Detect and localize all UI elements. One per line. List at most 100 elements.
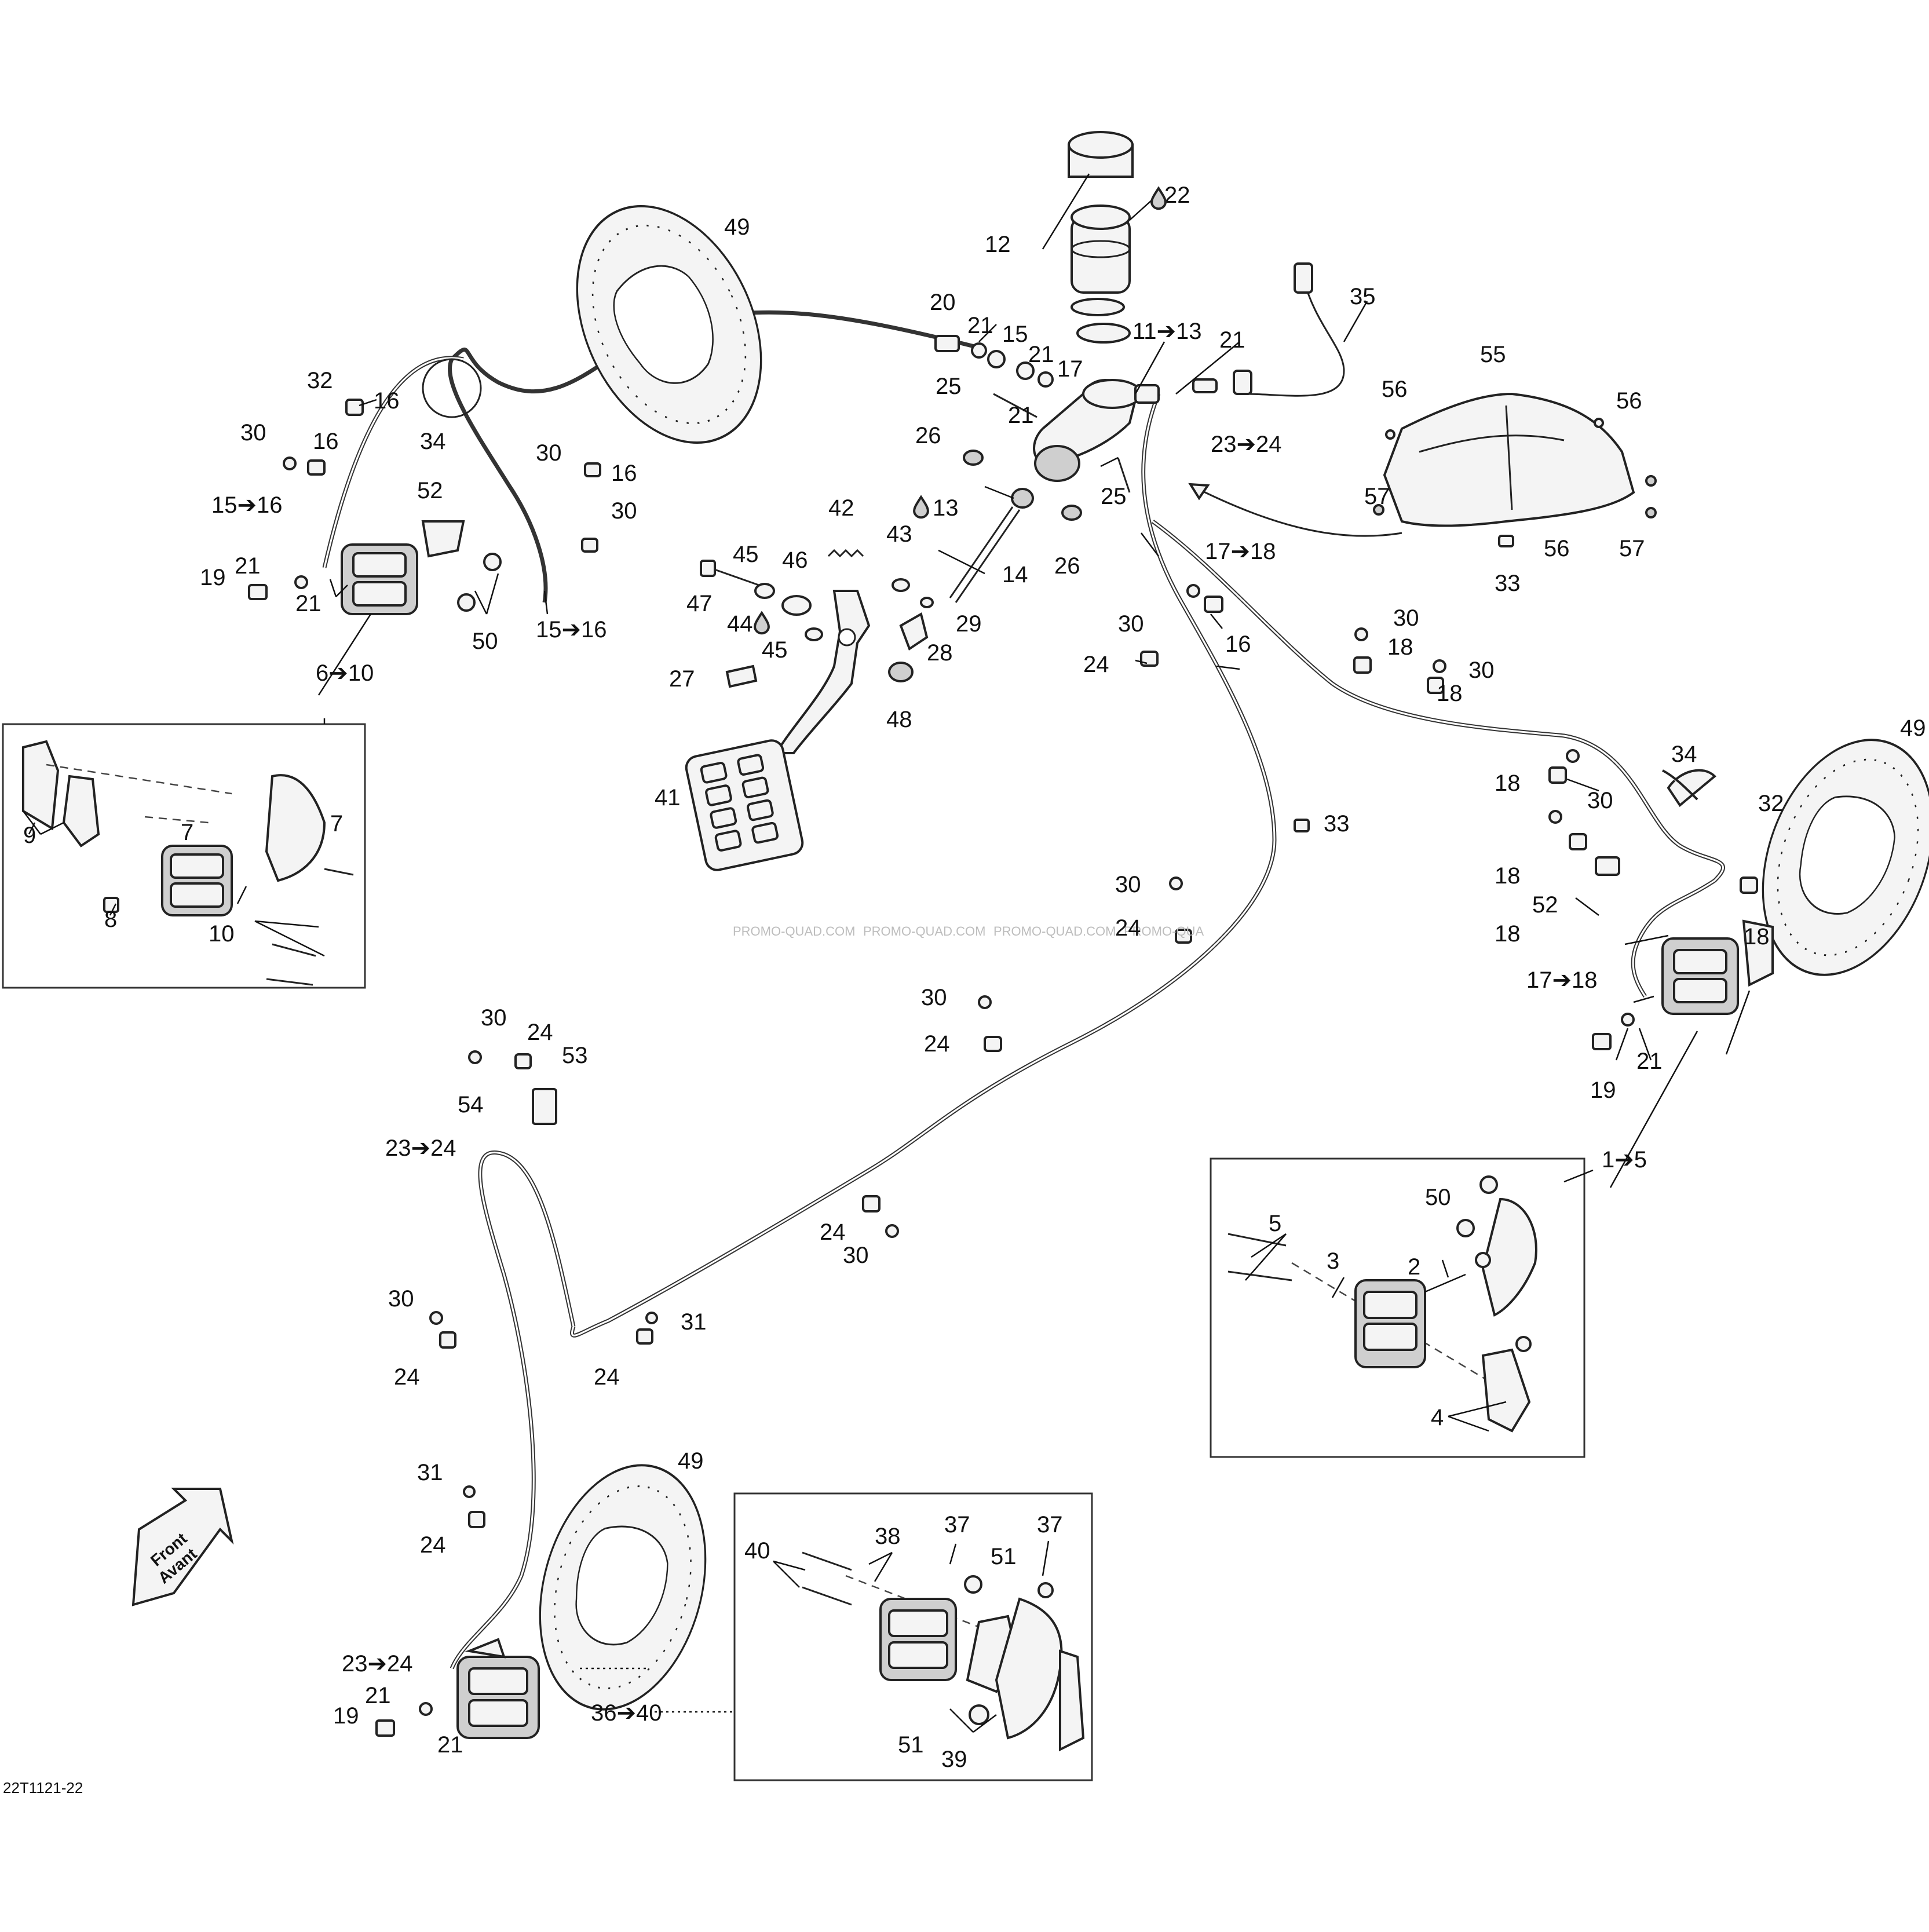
bushing-46 [781,595,812,616]
callout-label: 30 [611,498,637,524]
callout-label: 55 [1480,342,1506,367]
callout-label: 19 [1590,1078,1616,1103]
callout-label: 15 [1002,322,1028,347]
callout-label: 51 [991,1544,1017,1569]
callout-label: 7 [330,811,343,837]
callout-label: 45 [733,542,759,567]
brake-pedal-assembly [685,549,934,871]
callout-label: 16 [1225,631,1251,657]
callout-label: 24 [594,1364,620,1390]
brake-lines [322,262,1725,1670]
brake-disc-bottom [539,1464,707,1711]
watermark: PROMO-QUAD.COM PROMO-QUAD.COM PROMO-QUAD… [733,924,1204,938]
callout-label: 8 [104,907,117,932]
callout-label: 30 [843,1243,869,1268]
callout-label: 6➔10 [316,660,374,686]
callout-label: 23➔24 [342,1651,413,1677]
callout-label: 32 [307,368,333,393]
detail-box-36-40 [733,1492,1093,1781]
callout-label: 13 [933,495,959,521]
callout-label: 1➔5 [1602,1147,1647,1173]
callout-label: 37 [1037,1512,1063,1537]
callout-label: 30 [921,985,947,1010]
callout-label: 29 [956,611,982,637]
callout-label: 30 [1118,611,1144,637]
callout-label: 12 [985,232,1011,257]
callout-label: 21 [437,1732,463,1758]
callout-label: 2 [1408,1254,1420,1280]
callout-label: 21 [1219,327,1245,353]
callout-label: 16 [313,429,339,454]
callout-label: 31 [417,1460,443,1485]
callout-label: 46 [782,547,808,573]
callout-label: 56 [1382,377,1408,402]
watermark-text: PROMO-QUAD.COM [733,924,855,938]
nut-26-right [1061,505,1082,521]
callout-label: 11➔13 [1132,319,1202,344]
callout-label: 19 [333,1703,359,1729]
callout-label: 56 [1616,388,1642,414]
sensor-wire [1245,277,1345,397]
callout-label: 25 [1101,484,1127,509]
callout-label: 16 [611,461,637,486]
callout-label: 30 [1115,872,1141,897]
callout-label: 5 [1269,1211,1281,1236]
return-spring [827,549,864,558]
push-rod-14 [955,509,1021,603]
callout-label: 30 [1587,788,1613,813]
caliper-rear [375,1638,540,1739]
hose-left-upper [448,310,980,603]
cover-arrow [1193,485,1402,537]
hose-clamps [283,399,1758,1528]
callout-label: 49 [724,214,750,240]
callout-label: 30 [240,420,266,445]
callout-label: 34 [420,429,446,454]
callout-label: 17➔18 [1205,539,1276,564]
callout-label: 30 [1468,658,1495,683]
fluid-drop-icon [754,611,770,635]
callout-label: 26 [1054,553,1080,579]
callout-label: 30 [536,440,562,466]
bolt-25-right [1117,457,1131,493]
callout-label: 24 [1083,652,1109,677]
leader-lines [23,173,1751,1733]
nut-26-left [963,450,984,466]
callout-label: 56 [1544,536,1570,561]
watermark-text: PROMO-QUAD.COM [993,924,1116,938]
callout-label: 53 [562,1043,588,1068]
callout-label: 50 [1425,1185,1451,1210]
callout-label: 41 [655,785,681,810]
callout-label: 45 [762,637,788,663]
callout-label: 10 [209,921,235,947]
brake-discs [539,204,1929,1711]
callout-label: 18 [1437,681,1463,706]
callout-label: 57 [1364,484,1390,509]
callout-label: 18 [1495,863,1521,889]
detail-box-1-5 [1210,1157,1585,1458]
clevis-28 [899,612,929,651]
callout-label: 23➔24 [385,1135,456,1161]
callout-label: 24 [420,1532,446,1558]
callout-label: 9 [23,823,36,848]
clip-27 [725,664,758,688]
callout-label: 15➔16 [536,617,607,642]
bushing-48 [888,662,914,682]
callout-label: 18 [1744,924,1770,949]
callout-label: 43 [886,521,912,547]
callout-label: 21 [365,1683,391,1708]
callout-label: 50 [472,629,498,654]
washer-45b [805,627,823,641]
callout-label: 18 [1495,921,1521,947]
caliper-front-left [248,520,502,615]
callout-label: 18 [1387,634,1413,660]
washer-45 [754,583,775,599]
callout-label: 17 [1057,356,1083,382]
front-arrow: Front Avant [131,1488,234,1606]
diagram-reference-code: 22T1121-22 [3,1779,83,1796]
callout-label: 24 [1115,915,1141,941]
callout-label: 34 [1671,742,1697,767]
master-cylinder-assembly [934,131,1252,603]
callout-label: 7 [181,820,193,845]
callout-label: 24 [820,1219,846,1245]
